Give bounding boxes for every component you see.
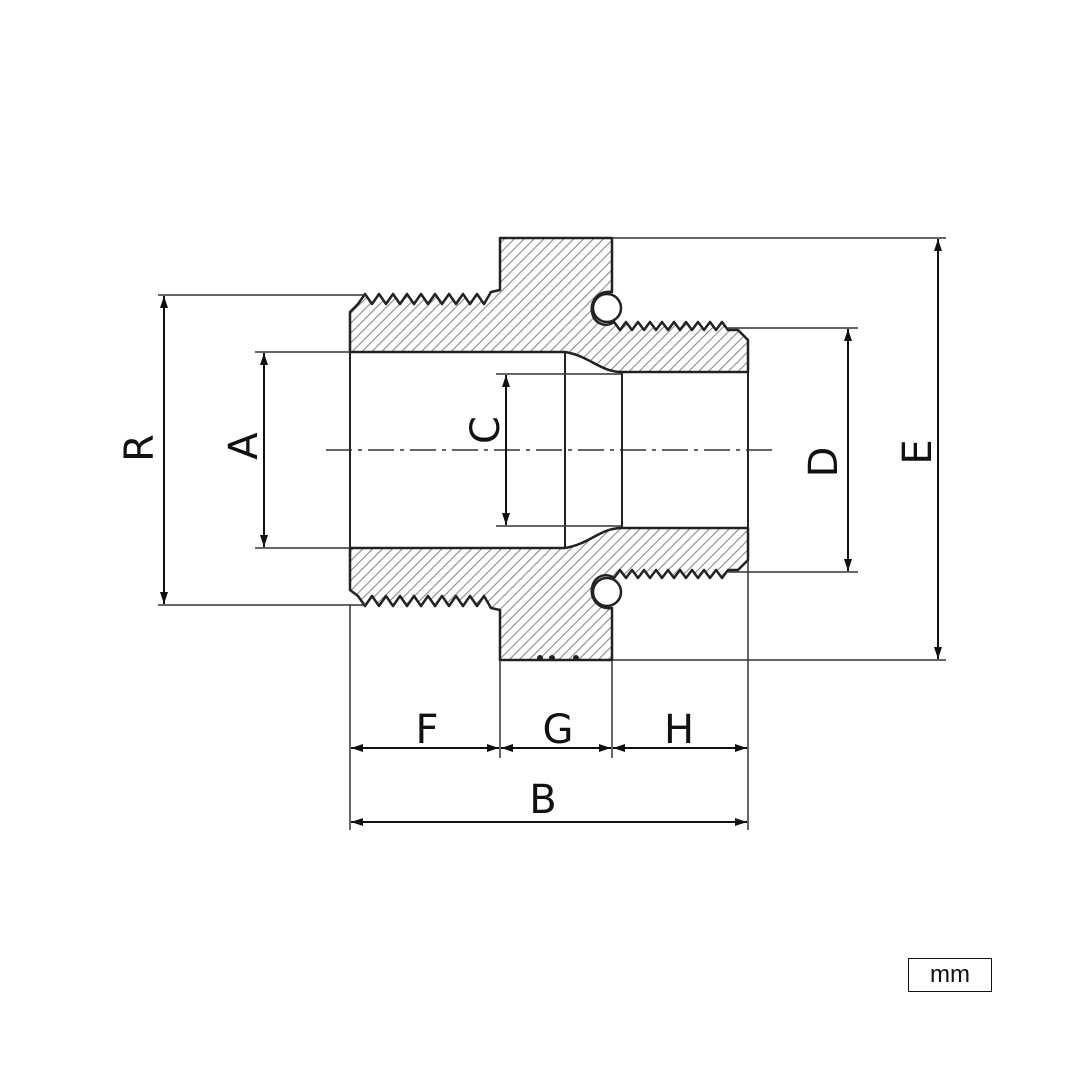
label-E: E xyxy=(895,439,941,464)
bottom-wall-section xyxy=(348,526,750,662)
fitting-body xyxy=(348,236,750,662)
unit-label: mm xyxy=(908,958,992,992)
extension-lines xyxy=(158,237,946,830)
label-B: B xyxy=(529,777,556,823)
label-C: C xyxy=(463,416,509,444)
dimension-lines xyxy=(160,239,942,826)
label-A: A xyxy=(221,432,267,460)
top-wall-section xyxy=(348,236,750,374)
label-G: G xyxy=(543,707,574,753)
o-ring-bottom xyxy=(591,576,623,608)
label-R: R xyxy=(117,434,163,462)
o-ring-top xyxy=(591,292,623,324)
label-D: D xyxy=(801,447,847,478)
label-H: H xyxy=(664,707,694,753)
dimension-labels: R A C D E F G H B xyxy=(117,416,941,823)
label-F: F xyxy=(415,707,438,753)
